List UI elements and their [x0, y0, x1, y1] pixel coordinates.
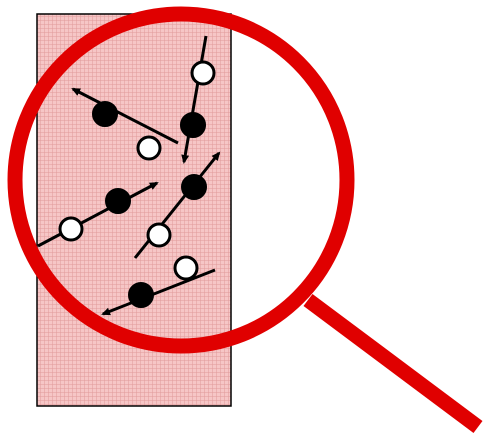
- open-particle-icon: [136, 135, 162, 161]
- open-particle-icon: [190, 60, 216, 86]
- pair-top-right: [101, 255, 216, 316]
- open-particle-icon: [173, 255, 199, 281]
- trajectory-arrow: [101, 268, 216, 316]
- open-particle-icon: [146, 222, 172, 248]
- open-particle-icon: [58, 216, 84, 242]
- filled-particle-icon: [92, 101, 118, 127]
- trajectory-arrow: [181, 35, 208, 164]
- magnifier-lens-ring: [7, 6, 355, 354]
- magnifier-handle: [303, 293, 483, 434]
- pair-top-left: [180, 35, 216, 164]
- filled-particle-icon: [128, 282, 154, 308]
- pair-center: [71, 87, 179, 161]
- filled-particle-icon: [105, 188, 131, 214]
- pair-center-low: [133, 151, 221, 259]
- particle-field: [37, 35, 221, 316]
- trajectory-arrow: [71, 87, 179, 145]
- pair-left: [37, 181, 159, 248]
- magnifying-glass-icon: [7, 6, 483, 434]
- trajectory-arrow: [37, 181, 159, 248]
- filled-particle-icon: [180, 112, 206, 138]
- filled-particle-icon: [181, 174, 207, 200]
